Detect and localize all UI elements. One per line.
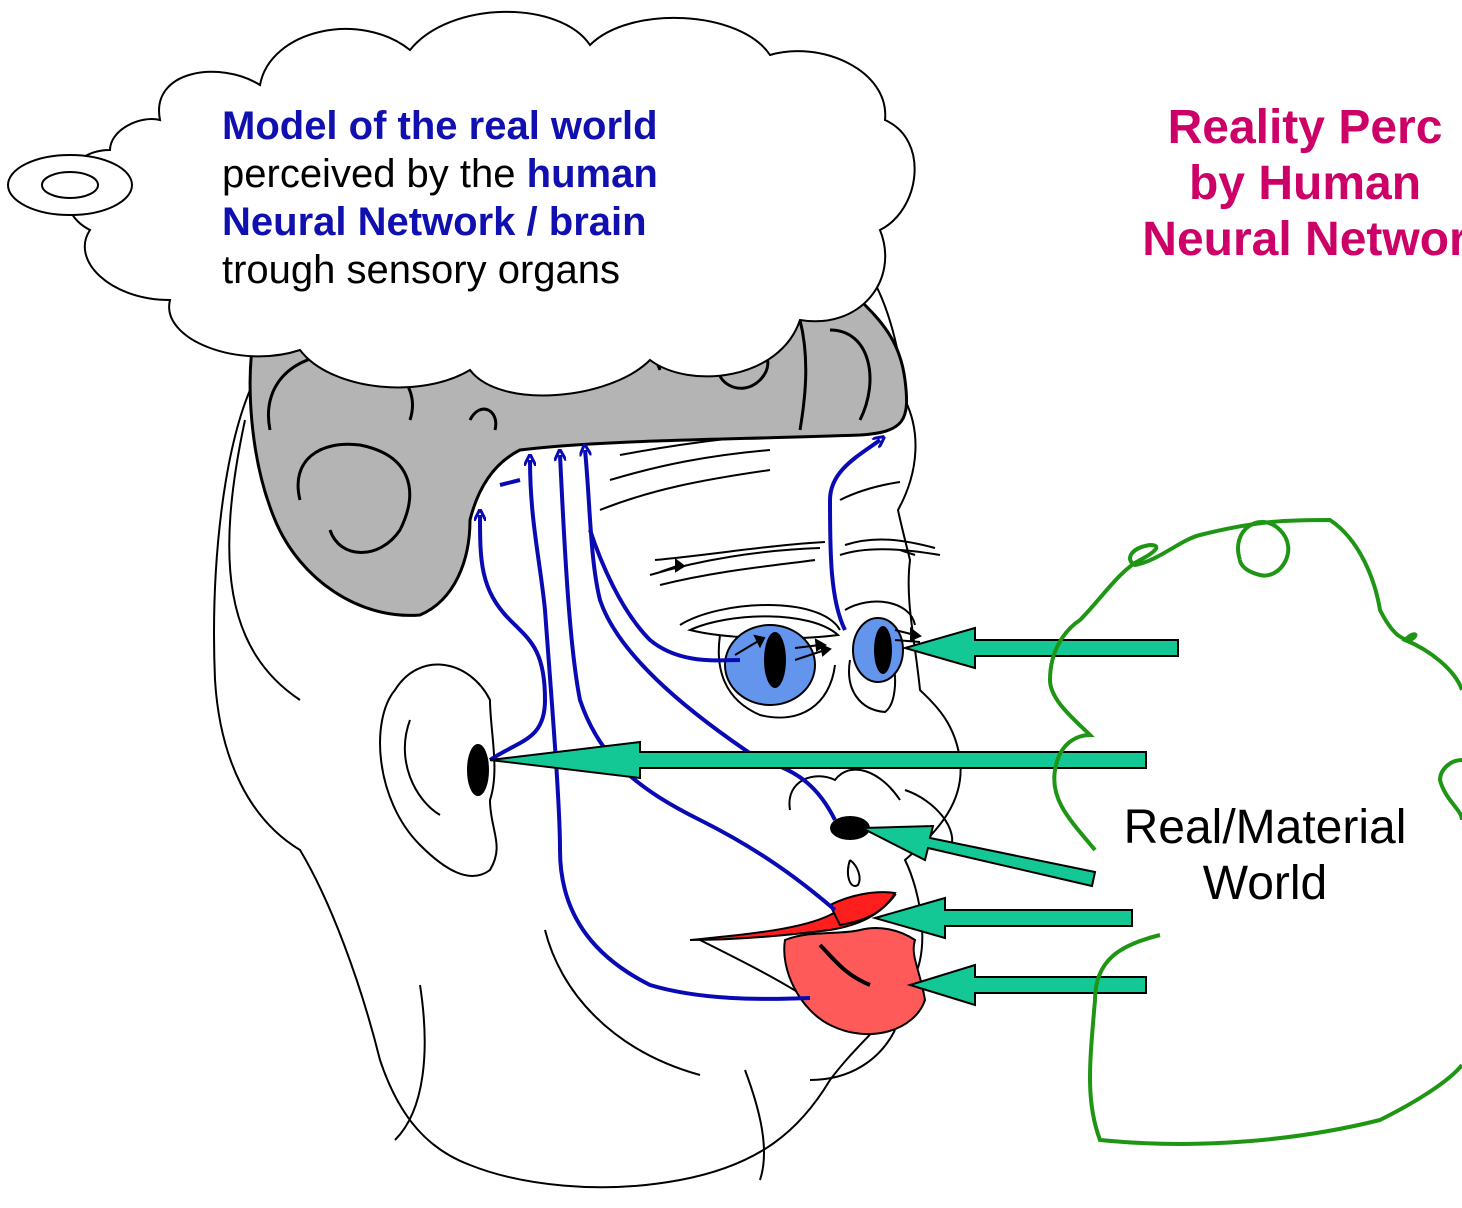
cloud-line-1: Model of the real world bbox=[222, 104, 658, 148]
arrow-to-nose bbox=[862, 826, 1095, 886]
thought-cloud-text: Model of the real world perceived by the… bbox=[222, 102, 782, 294]
page-title: Reality Perc by Human Neural Networ bbox=[1005, 100, 1462, 268]
real-world-label: Real/Material World bbox=[1085, 800, 1445, 912]
nerve-ear-to-brain bbox=[480, 515, 545, 760]
nerve-left-eye-to-brain bbox=[590, 530, 740, 660]
arrow-to-tongue bbox=[910, 965, 1146, 1005]
world-label-line-2: World bbox=[1085, 856, 1445, 912]
nerve-tongue-to-brain bbox=[530, 460, 810, 999]
world-label-line-1: Real/Material bbox=[1085, 800, 1445, 856]
cloud-line-4: trough sensory organs bbox=[222, 248, 620, 292]
eyebrows bbox=[650, 539, 940, 585]
cloud-line-2-plain: perceived by the bbox=[222, 152, 527, 196]
arrow-to-eye bbox=[905, 628, 1178, 668]
title-line-1: Reality Perc bbox=[1005, 100, 1462, 156]
title-line-2: by Human bbox=[1005, 156, 1462, 212]
left-pupil bbox=[764, 632, 786, 688]
arrow-to-ear bbox=[490, 742, 1146, 778]
cloud-line-3: Neural Network / brain bbox=[222, 200, 647, 244]
ear bbox=[380, 665, 497, 876]
right-pupil bbox=[874, 626, 892, 674]
tongue bbox=[784, 928, 925, 1034]
title-line-3: Neural Networ bbox=[1005, 212, 1462, 268]
tiny-thought-bubble bbox=[42, 172, 98, 198]
nerve-pathways bbox=[480, 440, 880, 999]
cloud-line-2-bold: human bbox=[527, 152, 658, 196]
ear-canal bbox=[468, 745, 488, 795]
eyes bbox=[680, 602, 915, 705]
